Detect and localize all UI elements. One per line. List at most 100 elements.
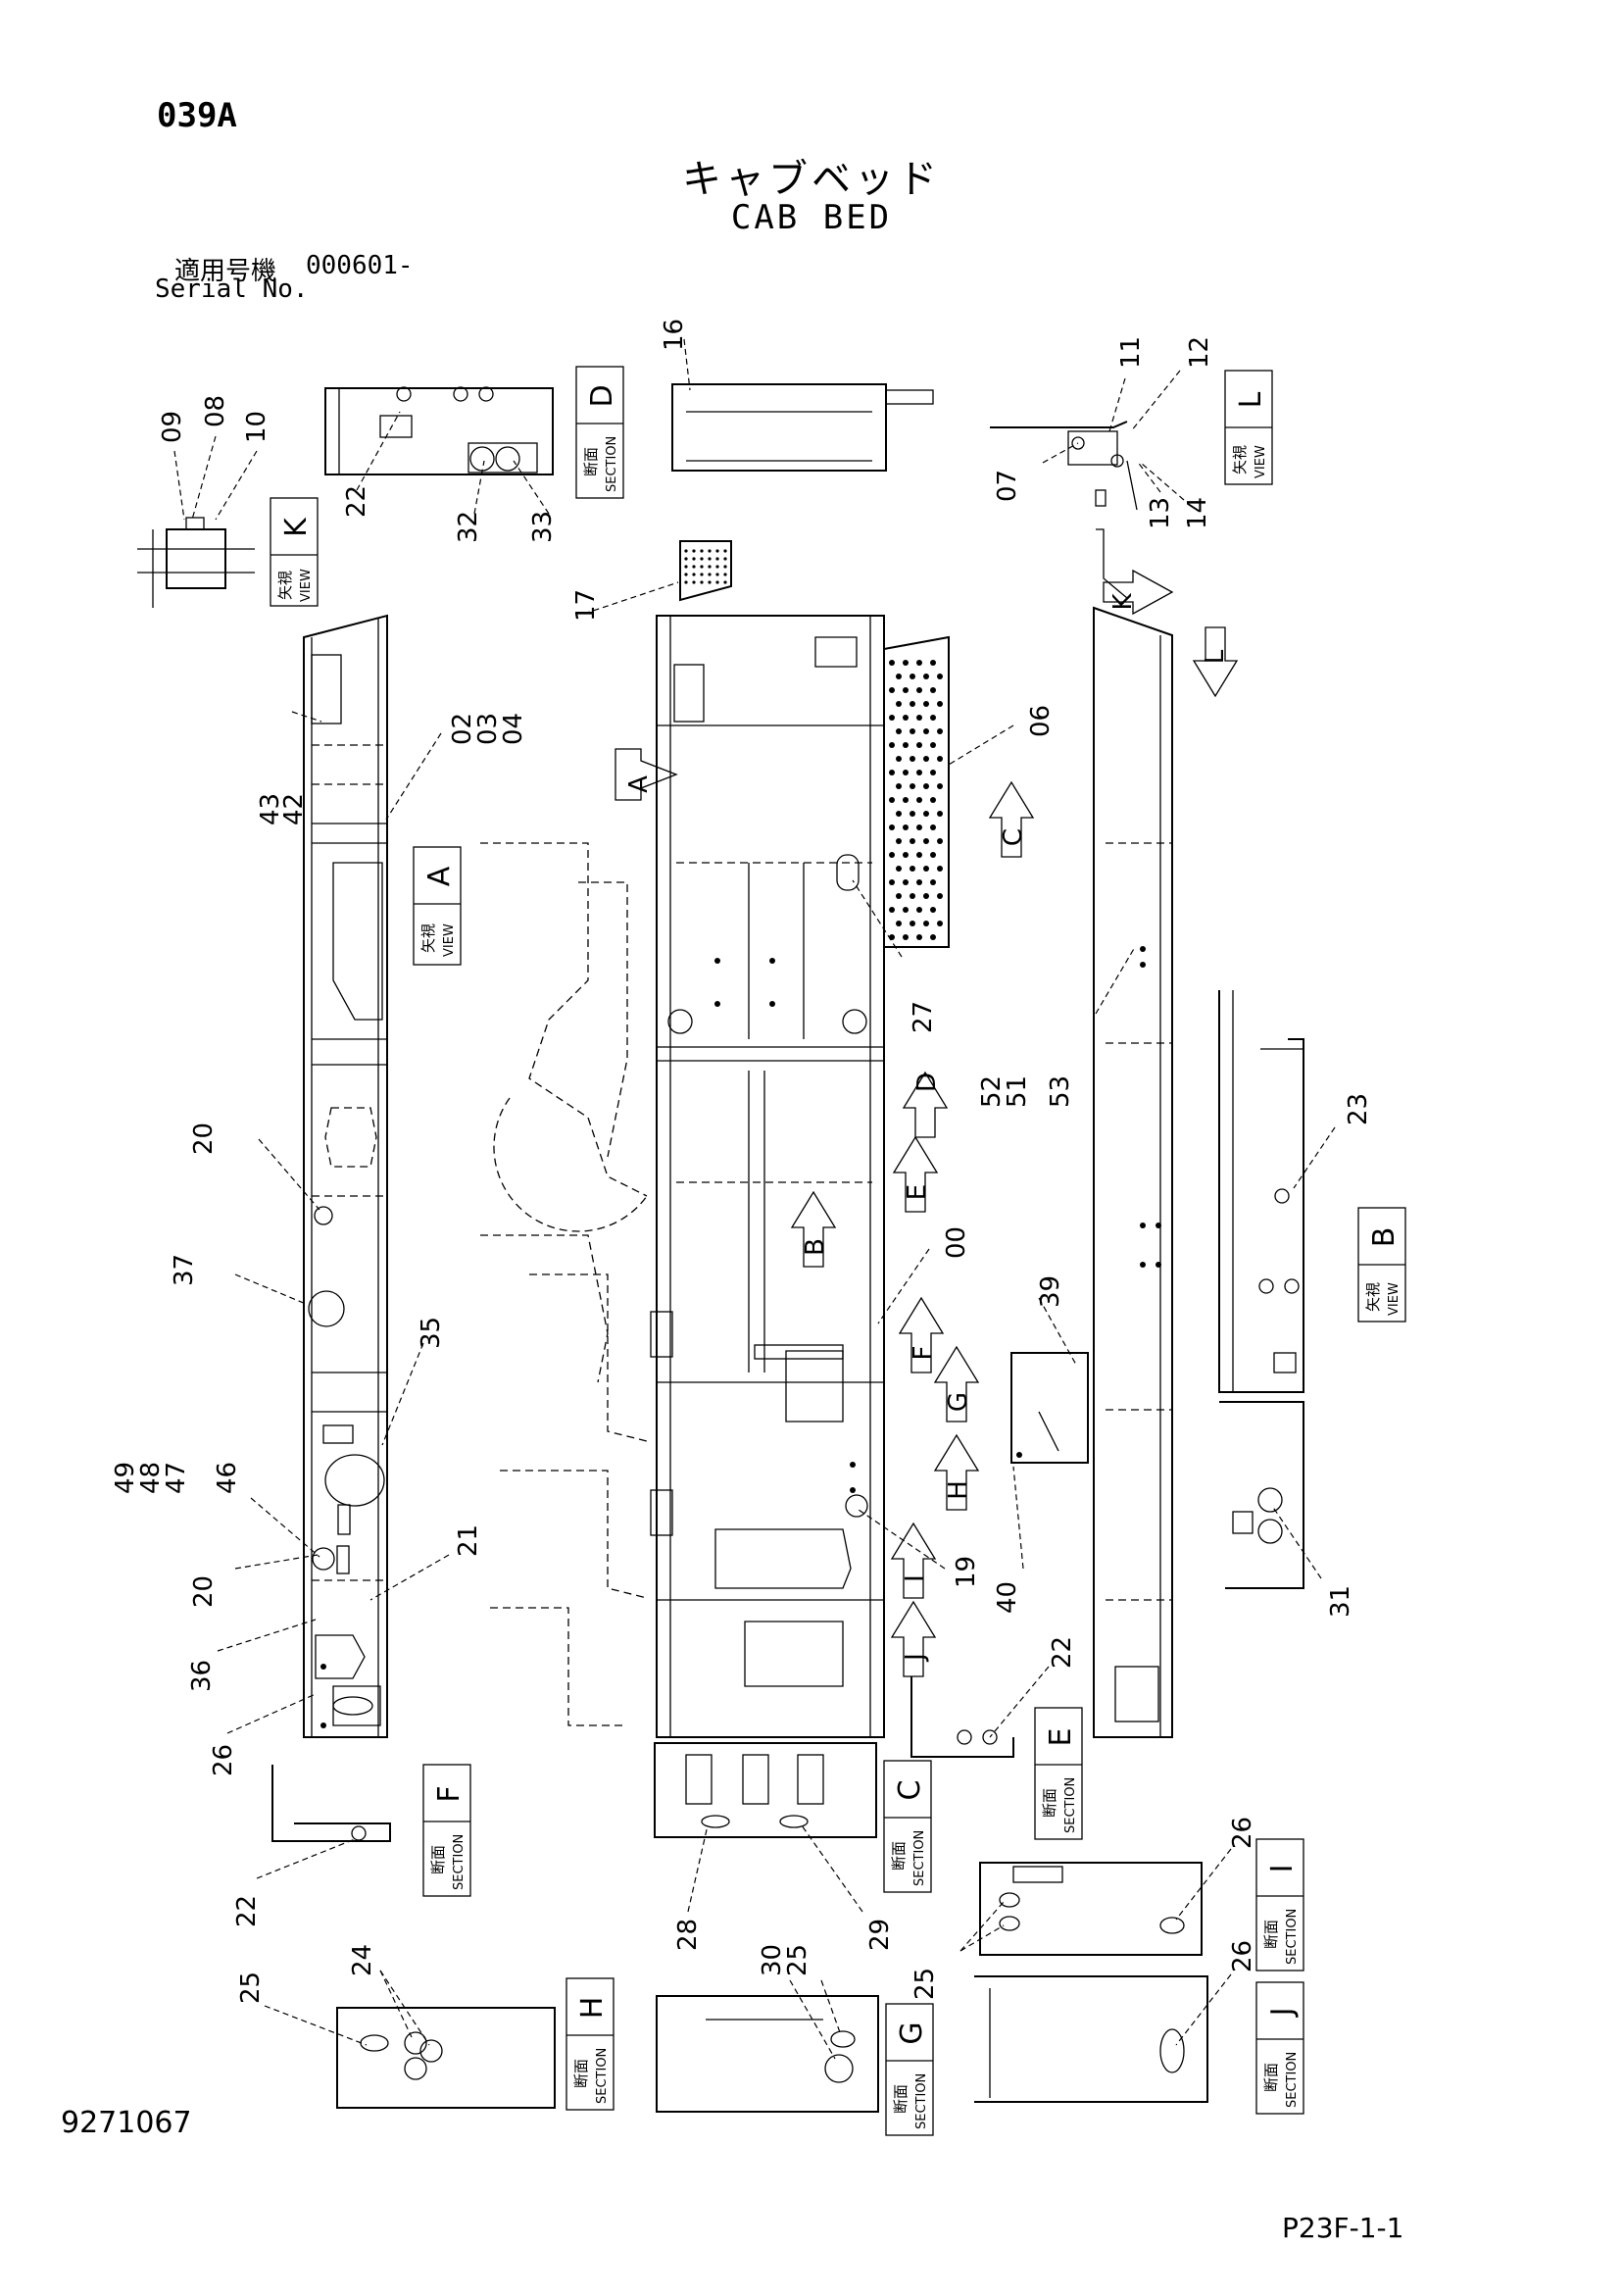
perforation-hole xyxy=(930,742,936,748)
perforation-hole xyxy=(889,660,895,666)
callout-kind-ja: 矢視 xyxy=(419,923,437,953)
svg-text:A: A xyxy=(624,775,654,793)
view-k-callout: K 矢視 VIEW xyxy=(270,497,319,607)
top-step-panel xyxy=(679,540,732,602)
perforation-hole xyxy=(723,580,727,584)
part-number: 22 xyxy=(342,485,371,518)
callout-letter: K xyxy=(279,517,314,537)
part-number: 21 xyxy=(454,1524,483,1557)
document-number: 9271067 xyxy=(61,2106,192,2140)
part-number: 46 xyxy=(213,1462,242,1494)
perforation-hole xyxy=(910,921,915,926)
part-number: 25 xyxy=(236,1972,266,2004)
title-japanese: キャブベッド xyxy=(682,157,941,202)
perforation-hole xyxy=(896,783,902,789)
part-number: 30 xyxy=(758,1944,787,1976)
callout-letter: A xyxy=(422,866,457,886)
svg-text:E: E xyxy=(903,1184,932,1200)
arrow-k: K xyxy=(1103,569,1174,616)
part-number: 13 xyxy=(1146,497,1175,529)
perforation-hole xyxy=(910,783,915,789)
perforation-hole xyxy=(930,934,936,940)
part-number: 20 xyxy=(189,1575,219,1608)
part-number: 11 xyxy=(1116,336,1146,369)
part-number: 42 xyxy=(279,793,309,825)
perforation-hole xyxy=(923,921,929,926)
part-number: 43 xyxy=(256,793,285,825)
callout-kind-en: VIEW xyxy=(1254,445,1268,478)
callout-kind-en: SECTION xyxy=(605,436,619,492)
part-number: 08 xyxy=(201,395,230,427)
section-i-callout: I 断面 SECTION xyxy=(1255,1838,1304,1972)
center-main-frame xyxy=(650,615,885,1738)
callout-kind-ja: 断面 xyxy=(1262,2063,1280,2092)
section-d-callout: D 断面 SECTION xyxy=(575,366,624,499)
perforation-hole xyxy=(684,557,688,561)
perforation-hole xyxy=(937,866,943,872)
part-number: 07 xyxy=(993,470,1022,502)
perforation-hole xyxy=(903,797,909,803)
part-number: 22 xyxy=(1048,1636,1077,1669)
perforation-hole xyxy=(910,674,915,679)
svg-text:G: G xyxy=(944,1392,973,1412)
part-number: 33 xyxy=(528,511,558,543)
arrow-b: B xyxy=(790,1190,837,1268)
perforation-hole xyxy=(684,549,688,553)
perforation-hole xyxy=(723,549,727,553)
section-e-part xyxy=(910,1676,1014,1758)
perforation-hole xyxy=(684,580,688,584)
callout-kind-en: SECTION xyxy=(912,1830,927,1886)
svg-text:C: C xyxy=(999,828,1028,846)
page-reference: P23F-1-1 xyxy=(1282,2212,1404,2244)
callout-letter: J xyxy=(1265,2008,1300,2019)
section-f-callout: F 断面 SECTION xyxy=(422,1764,471,1897)
callout-kind-ja: 断面 xyxy=(582,447,600,476)
perforation-hole xyxy=(903,742,909,748)
serial-label-english: Serial No. xyxy=(155,275,309,304)
part-number: 40 xyxy=(993,1581,1022,1614)
callout-letter: E xyxy=(1044,1728,1078,1747)
perforation-hole xyxy=(937,728,943,734)
part-number-labels: 09 08 10 22 32 33 16 17 07 11 12 13 14 4… xyxy=(111,319,1373,2004)
perforation-hole xyxy=(903,852,909,858)
arrow-c: C xyxy=(988,780,1035,858)
perforation-hole xyxy=(916,852,922,858)
perforation-hole xyxy=(903,687,909,693)
section-h-part xyxy=(336,2007,556,2109)
svg-text:L: L xyxy=(1201,649,1230,664)
part-number: 25 xyxy=(910,1968,940,2000)
section-d-part xyxy=(324,386,554,475)
view-k-part xyxy=(137,517,255,608)
svg-text:I: I xyxy=(901,1574,930,1582)
part-number: 26 xyxy=(1228,1940,1257,1972)
perforation-hole xyxy=(937,921,943,926)
part-number: 26 xyxy=(1228,1817,1257,1849)
perforation-hole xyxy=(715,580,719,584)
perforation-hole xyxy=(937,674,943,679)
arrow-f: F xyxy=(898,1296,945,1373)
section-g-part xyxy=(656,1995,879,2113)
part-number: 10 xyxy=(242,411,271,443)
perforation-hole xyxy=(896,756,902,762)
hidden-floor-outline xyxy=(480,842,648,1726)
perforation-hole xyxy=(930,824,936,830)
perforation-hole xyxy=(708,565,712,569)
perforation-hole xyxy=(896,811,902,817)
perforation-hole xyxy=(903,879,909,885)
perforation-hole xyxy=(930,660,936,666)
perforation-hole xyxy=(692,549,696,553)
part-number: 02 xyxy=(448,713,477,745)
arrow-d: D xyxy=(902,1071,949,1138)
perforation-hole xyxy=(896,701,902,707)
perforation-hole xyxy=(923,674,929,679)
leader-lines xyxy=(173,338,1336,2060)
perforation-hole xyxy=(937,893,943,899)
callout-kind-ja: 断面 xyxy=(890,1841,908,1871)
perforation-hole xyxy=(715,549,719,553)
part-number: 20 xyxy=(189,1123,219,1155)
perforation-hole xyxy=(937,783,943,789)
arrow-e: E xyxy=(892,1135,939,1213)
perforation-hole xyxy=(930,907,936,913)
perforation-hole xyxy=(700,580,704,584)
